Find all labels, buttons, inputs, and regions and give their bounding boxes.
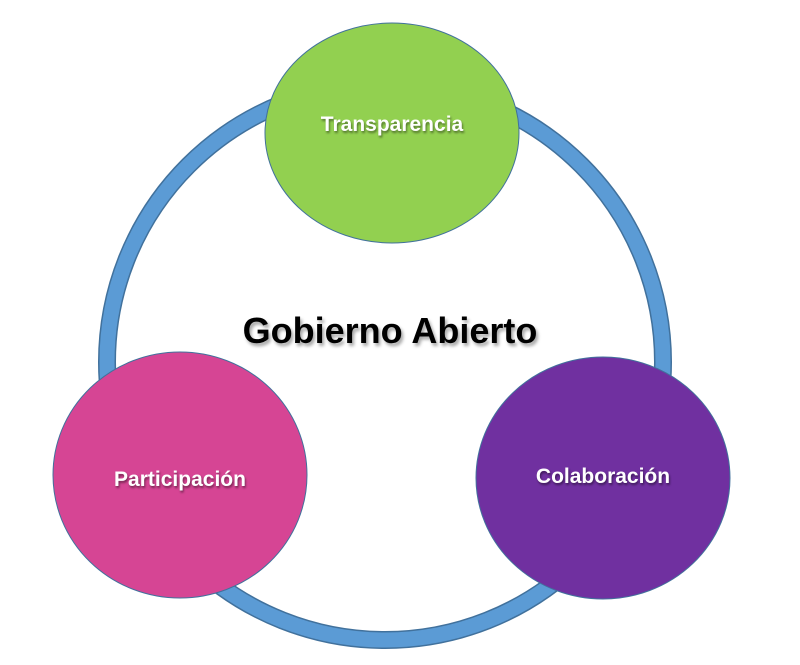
node-colaboracion — [475, 356, 731, 600]
node-label-transparencia: Transparencia — [320, 113, 464, 136]
node-participacion — [52, 351, 308, 599]
node-label-participacion: Participación — [114, 468, 246, 491]
diagram-title: Gobierno Abierto — [242, 310, 538, 351]
node-label-colaboracion: Colaboración — [535, 465, 671, 488]
node-transparencia — [264, 22, 520, 244]
